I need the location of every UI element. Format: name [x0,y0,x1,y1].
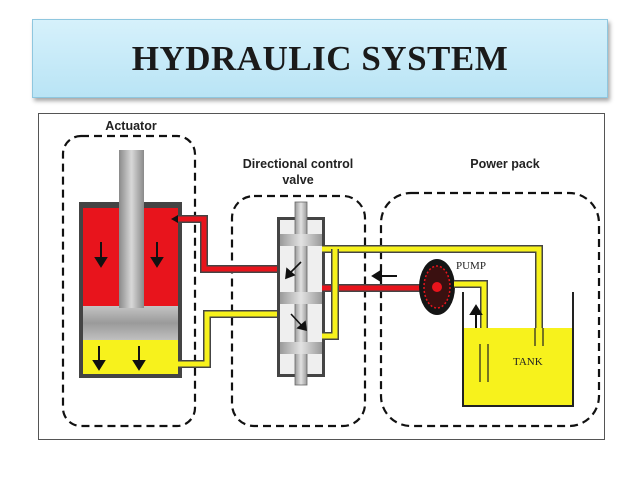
spool-land-3 [280,342,322,354]
valve-flow-arrow-icon [285,261,307,332]
title-banner: HYDRAULIC SYSTEM [32,19,608,98]
tank [462,292,574,407]
valve-label-line1: Directional control [243,157,353,171]
diagram-svg: Actuator Directional control valve Power… [61,119,601,428]
cylinder-chamber-bottom [83,340,178,374]
pump-label: PUMP [456,260,486,272]
piston [83,306,178,340]
pump [419,259,455,315]
return-line-actuator [178,310,279,368]
power-pack-region [379,191,601,428]
spool-land-2 [280,292,322,304]
valve-label-line2: valve [282,173,313,187]
up-arrow-icon [469,304,483,329]
hydraulic-diagram: Actuator Directional control valve Power… [38,113,605,440]
left-arrow-icon [371,269,397,283]
actuator-label: Actuator [105,119,157,133]
power-pack-label: Power pack [470,157,540,171]
actuator-region [61,134,197,428]
spool-land-1 [280,234,322,246]
tank-return-line [322,245,543,340]
pressure-line-actuator [171,215,279,273]
piston-rod [119,150,144,308]
page-title: HYDRAULIC SYSTEM [131,38,509,78]
tank-label: TANK [513,356,543,368]
down-arrow-icon [92,242,164,371]
